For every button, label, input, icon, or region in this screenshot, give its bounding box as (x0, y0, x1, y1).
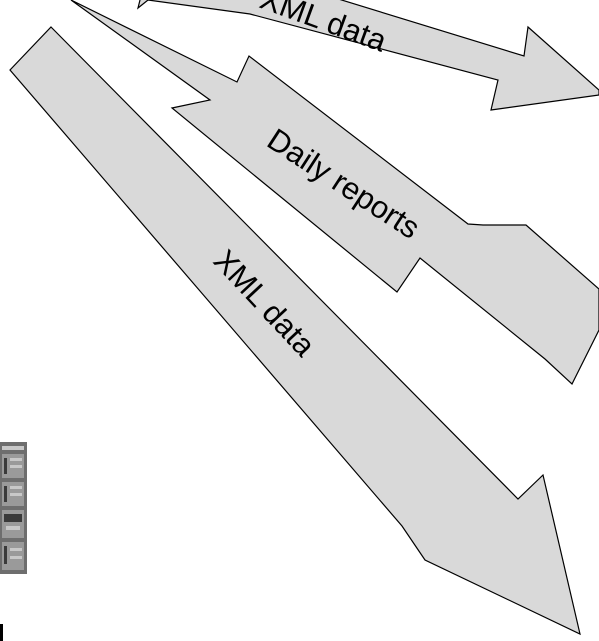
bottom-arrow-shape (9, 26, 581, 636)
top-arrow-shape (136, 0, 599, 111)
middle-arrow-shape (70, 0, 599, 385)
server-rack-icon (0, 442, 27, 574)
cropped-label-fragment (0, 624, 3, 641)
